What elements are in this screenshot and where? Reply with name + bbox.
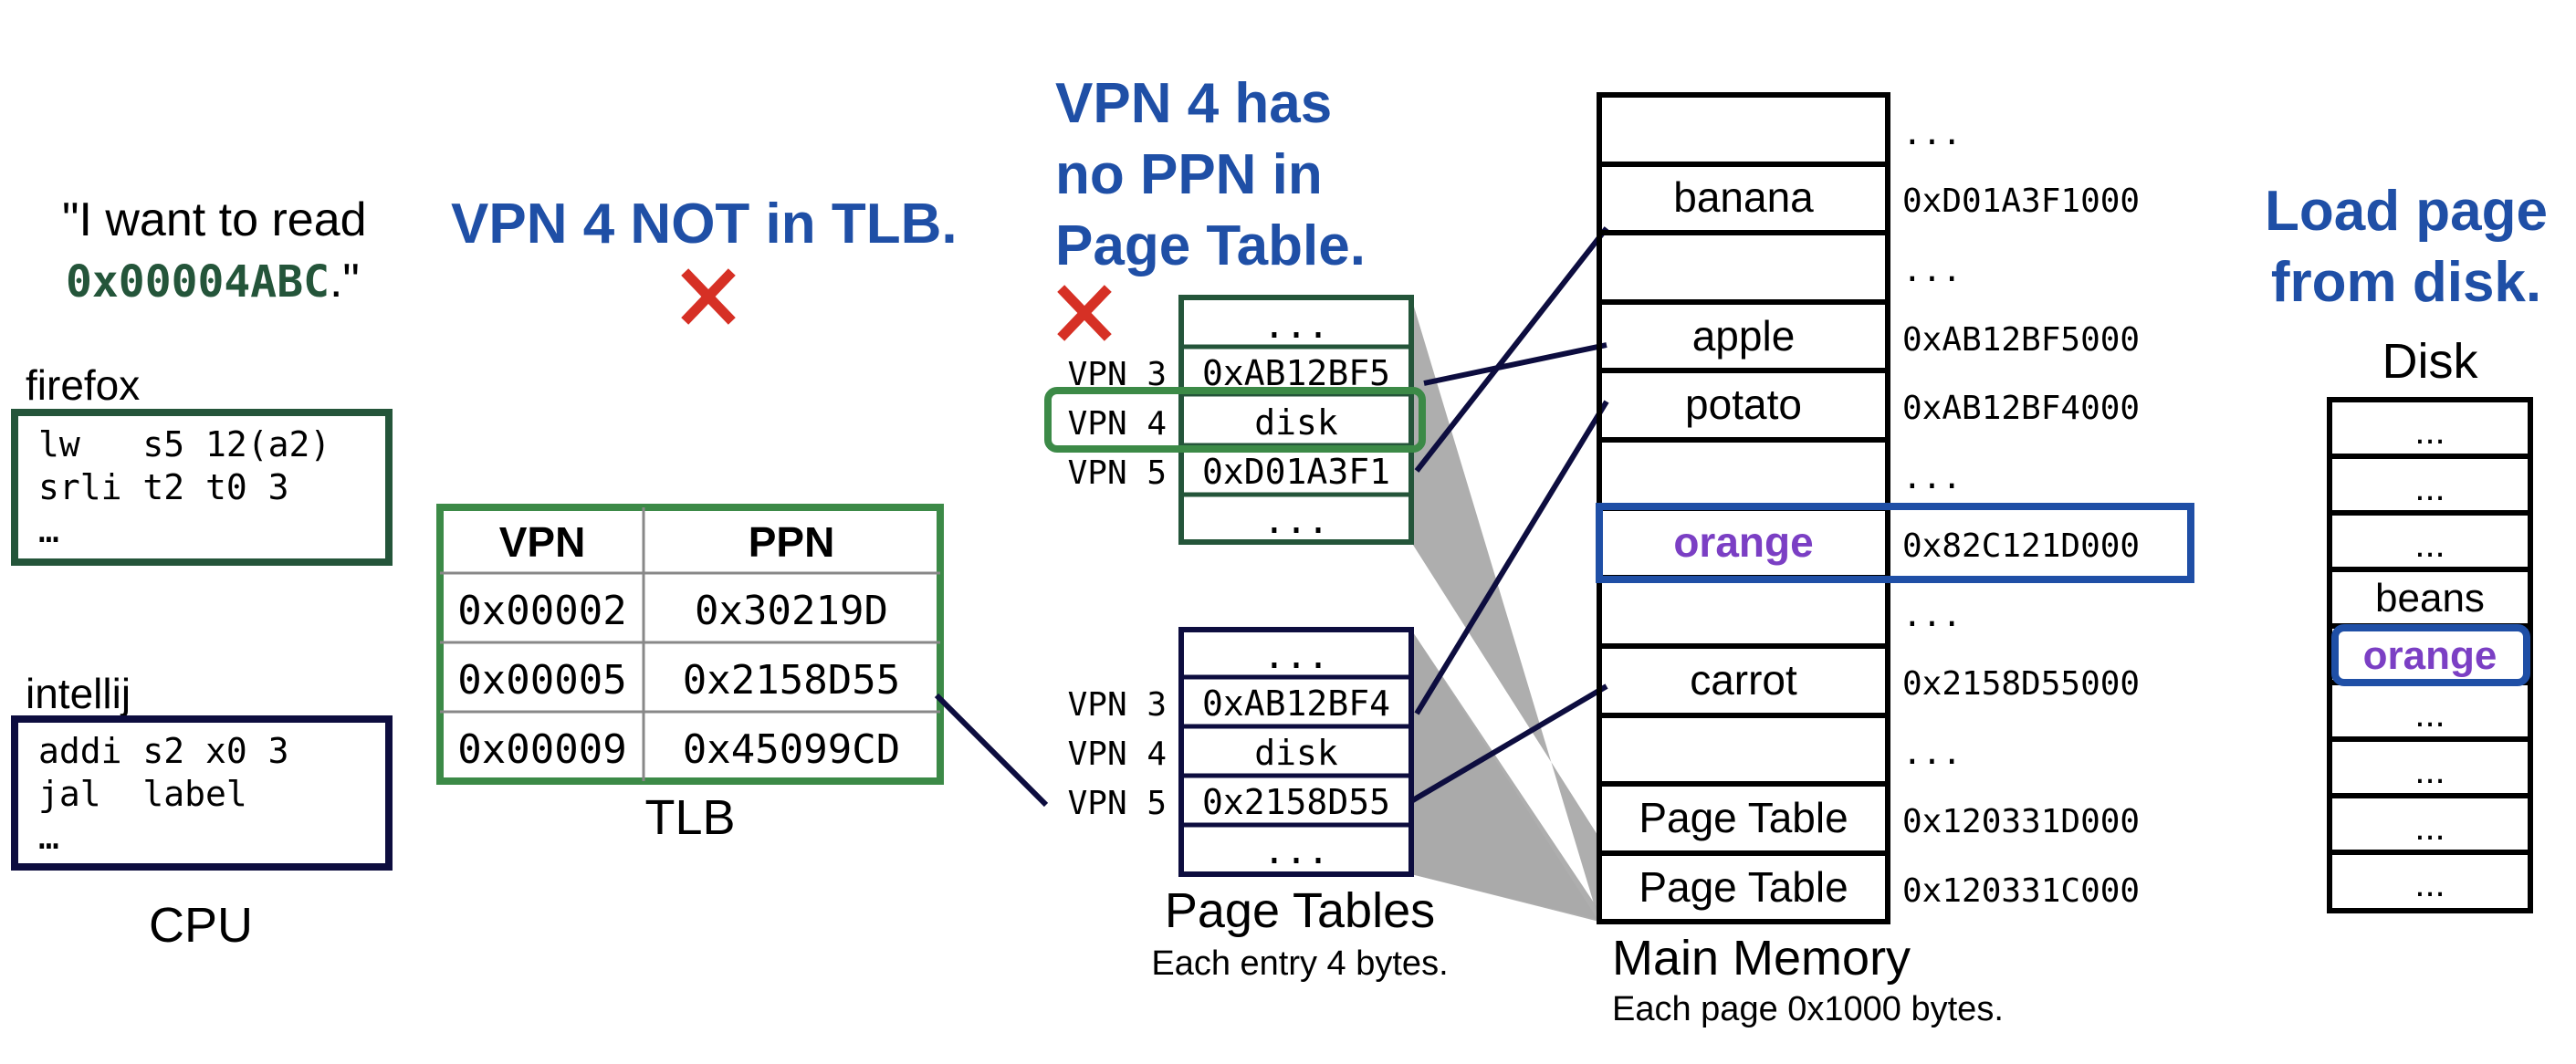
translation-connector-lines (934, 226, 1609, 808)
red-x-icon (1057, 285, 1112, 341)
page-table-1-entry-5: ... (1263, 500, 1329, 542)
page-table-headline-line-1: VPN 4 has (1055, 72, 1332, 135)
page-table-headline-line-2: no PPN in (1055, 143, 1323, 206)
page-table-1-highlight-vpn-4 (1044, 387, 1426, 453)
page-tables-label: Page Tables (1165, 883, 1435, 938)
page-table-1: ... 0xAB12BF5 disk 0xD01A3F1 ... VPN 3 V… (1044, 295, 1426, 545)
page-table-2-entry-3: disk (1254, 733, 1338, 773)
memory-address-row-6: ... (1902, 459, 1962, 496)
disk-block-beans: beans (2375, 576, 2485, 621)
intellij-code-line-2: jal label (38, 774, 247, 814)
firefox-code-line-3: … (38, 510, 59, 550)
page-table-mapping-wedges (1411, 297, 1599, 922)
memory-page-carrot: carrot (1690, 656, 1797, 704)
tlb-row-3-ppn: 0x45099CD (683, 726, 900, 773)
firefox-code-line-1: lw s5 12(a2) (38, 424, 330, 464)
disk-block-6: ... (2414, 694, 2445, 735)
memory-page-banana: banana (1673, 173, 1814, 221)
memory-page-apple: apple (1692, 312, 1796, 360)
page-table-2: ... 0xAB12BF4 disk 0x2158D55 ... VPN 3 V… (1068, 627, 1414, 877)
page-table-2-entry-4: 0x2158D55 (1202, 782, 1390, 822)
process-box-firefox (11, 409, 393, 566)
memory-address-row-4: 0xAB12BF5000 (1902, 321, 2140, 359)
main-memory-note: Each page 0x1000 bytes. (1612, 990, 2004, 1028)
cpu-quote-line2: 0x00004ABC." (66, 255, 360, 308)
tlb-header-vpn: VPN (499, 518, 586, 566)
page-tables-note: Each entry 4 bytes. (1151, 944, 1448, 983)
memory-address-row-10: ... (1902, 735, 1962, 772)
page-table-1-entry-3: disk (1254, 402, 1338, 443)
memory-page-orange: orange (1673, 518, 1813, 566)
page-table-2-vpn-5: VPN 5 (1068, 785, 1167, 822)
cpu-quote-end: ." (330, 255, 360, 308)
page-table-1-vpn-5: VPN 5 (1068, 454, 1167, 492)
firefox-code-line-2: srli t2 t0 3 (38, 467, 289, 507)
page-table-2-entry-5: ... (1263, 830, 1329, 872)
cpu-quote-address: 0x00004ABC (66, 256, 330, 308)
cpu-quote-line1: "I want to read (62, 193, 367, 246)
tlb-row-2-ppn: 0x2158D55 (683, 657, 900, 704)
page-table-2-entry-1: ... (1263, 635, 1329, 677)
tlb-row-1-ppn: 0x30219D (695, 588, 888, 634)
tlb-miss-headline: VPN 4 NOT in TLB. (451, 193, 958, 256)
memory-address-row-7: 0x82C121D000 (1902, 527, 2140, 565)
tlb-section: VPN 4 NOT in TLB. VPN PPN 0x00002 0x3021… (436, 193, 958, 845)
tlb-table-border (436, 504, 944, 785)
tlb-header-ppn: PPN (749, 518, 835, 566)
disk-block-9: ... (2414, 864, 2445, 904)
disk-block-3: ... (2414, 525, 2445, 565)
page-table-1-entry-2: 0xAB12BF5 (1202, 353, 1390, 393)
memory-orange-highlight (1596, 503, 2194, 583)
disk-section: Load page from disk. Disk ... ... ... be… (2265, 180, 2548, 913)
disk-block-1: ... (2414, 412, 2445, 452)
disk-headline-line-2: from disk. (2271, 251, 2541, 314)
cpu-label: CPU (149, 898, 253, 953)
page-table-headline-line-3: Page Table. (1055, 214, 1366, 277)
page-table-2-entry-2: 0xAB12BF4 (1202, 683, 1390, 724)
pte-to-potato-line (1414, 400, 1609, 715)
disk-block-7: ... (2414, 751, 2445, 791)
disk-block-2: ... (2414, 468, 2445, 508)
main-memory-label: Main Memory (1612, 931, 1911, 986)
process-box-intellij (11, 715, 393, 871)
page-table-1-entry-4: 0xD01A3F1 (1202, 452, 1390, 492)
process-name-firefox: firefox (26, 361, 140, 409)
memory-address-row-9: 0x2158D55000 (1902, 665, 2140, 703)
memory-address-row-8: ... (1902, 597, 1962, 634)
tlb-row-2-vpn: 0x00005 (457, 657, 626, 704)
tlb-row-3-vpn: 0x00009 (457, 726, 626, 773)
disk-block-8: ... (2414, 808, 2445, 848)
memory-address-row-11: 0x120331D000 (1902, 803, 2140, 840)
memory-address-row-3: ... (1902, 252, 1962, 289)
pte-to-apple-line (1423, 342, 1607, 386)
page-table-1-entry-1: ... (1263, 305, 1329, 347)
tlb-label: TLB (644, 790, 735, 845)
memory-page-page-table-1: Page Table (1639, 794, 1848, 841)
tlb-to-page-table-line (934, 693, 1049, 808)
page-table-2-vpn-3: VPN 3 (1068, 686, 1167, 724)
page-table-2-vpn-4: VPN 4 (1068, 735, 1167, 773)
memory-address-row-1: ... (1902, 115, 1962, 152)
disk-orange-highlight (2331, 624, 2530, 686)
tlb-row-1-vpn: 0x00002 (457, 588, 626, 634)
page-tables-section: VPN 4 has no PPN in Page Table. ... 0xAB… (1044, 72, 1449, 983)
main-memory-section: banana apple potato orange carrot Page T… (1596, 92, 2194, 1028)
memory-page-potato: potato (1685, 381, 1802, 428)
disk-label: Disk (2382, 334, 2479, 389)
pte-to-carrot-line (1409, 683, 1608, 804)
intellij-code-line-1: addi s2 x0 3 (38, 731, 289, 771)
page-table-1-vpn-4: VPN 4 (1068, 405, 1167, 443)
disk-headline-line-1: Load page (2265, 180, 2548, 243)
process-name-intellij: intellij (26, 670, 131, 717)
pte-to-banana-line (1414, 226, 1609, 473)
cpu-section: "I want to read 0x00004ABC." firefox lw … (11, 193, 393, 953)
memory-address-row-5: 0xAB12BF4000 (1902, 390, 2140, 427)
memory-page-page-table-2: Page Table (1639, 863, 1848, 911)
memory-address-row-12: 0x120331C000 (1902, 872, 2140, 910)
red-x-icon (681, 268, 736, 325)
intellij-code-line-3: … (38, 817, 59, 857)
memory-address-row-2: 0xD01A3F1000 (1902, 183, 2140, 220)
disk-block-orange: orange (2363, 633, 2497, 678)
